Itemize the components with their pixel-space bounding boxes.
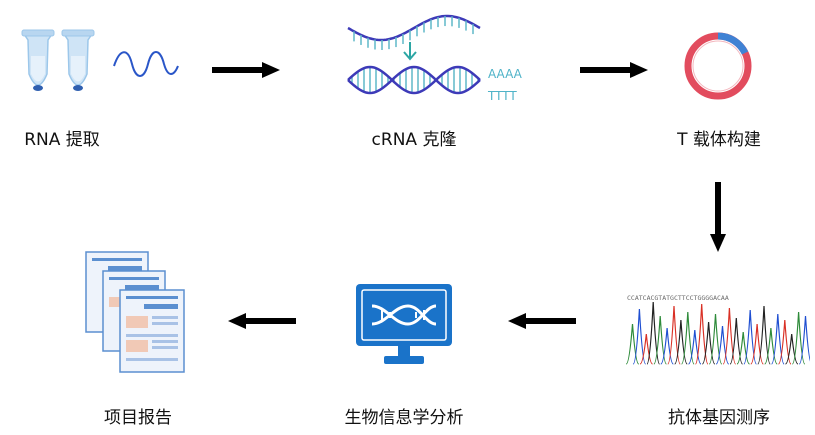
tubes-rna-icon [21, 29, 179, 91]
step-label-crna-cloning: cRNA 克隆 [371, 130, 457, 150]
sequence-text: CCATCACGTATGCTTCCTGGGGACAA [627, 294, 729, 302]
tail-a-text: AAAA [488, 67, 523, 81]
dna-cloning-icon: AAAA TTTT [347, 14, 523, 103]
step-label-rna-extraction: RNA 提取 [24, 130, 100, 150]
arrow-right-1 [212, 62, 280, 78]
monitor-dna-icon [356, 284, 452, 364]
arrow-left-2 [228, 313, 296, 329]
plasmid-icon [684, 32, 752, 100]
arrow-right-2 [580, 62, 648, 78]
arrow-down [710, 182, 726, 252]
step-label-bioinformatics: 生物信息学分析 [344, 408, 464, 428]
step-label-t-vector: T 载体构建 [677, 130, 761, 150]
report-documents-icon [85, 251, 185, 373]
tail-t-text: TTTT [487, 89, 517, 103]
sequencing-chromatogram-icon: CCATCACGTATGCTTCCTGGGGACAA [625, 294, 810, 365]
step-label-report: 项目报告 [104, 408, 172, 428]
arrow-left-1 [508, 313, 576, 329]
step-label-sequencing: 抗体基因测序 [668, 408, 770, 428]
